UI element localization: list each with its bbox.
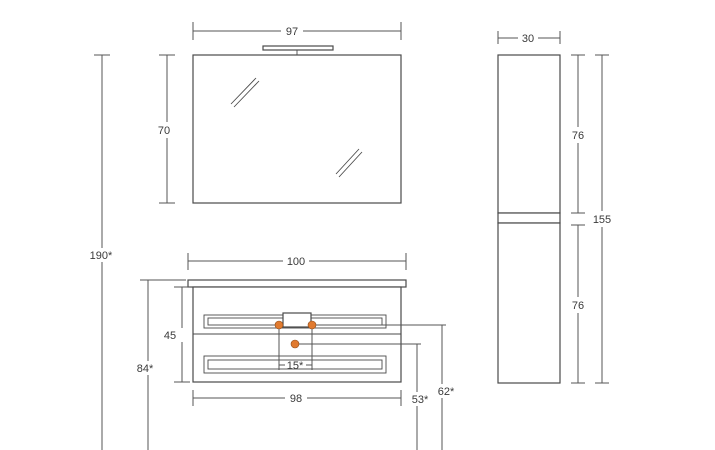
- dim-label-connector-spacing: 15*: [287, 360, 304, 372]
- dim-label-drain-height-upper: 62*: [438, 386, 455, 398]
- dim-column-width: 30: [497, 31, 561, 45]
- mirror-lamp: [262, 45, 334, 51]
- dim-drawer-height: 45: [164, 286, 190, 383]
- mirror-assembly: [192, 45, 402, 204]
- dim-label-cabinet-floor-height: 84*: [137, 363, 154, 375]
- dim-label-mirror-width: 97: [286, 26, 298, 38]
- cabinet-body: [192, 286, 402, 383]
- column-shelf-gap: [497, 212, 561, 224]
- mirror-reflection-lines: [230, 77, 363, 178]
- connector-right: [307, 320, 317, 330]
- dim-basin-width: 100: [187, 253, 407, 270]
- dim-label-total-height: 190*: [90, 250, 113, 262]
- mirror-panel: [192, 54, 402, 204]
- dim-label-mirror-height: 70: [158, 125, 170, 137]
- dim-mirror-height: 70: [158, 54, 175, 204]
- dim-cabinet-width: 98: [192, 390, 402, 406]
- basin-top: [187, 279, 407, 288]
- lower-drawer-handle: [203, 355, 387, 374]
- dim-mirror-width: 97: [192, 22, 402, 40]
- dim-total-height: 190*: [90, 54, 113, 450]
- dim-cabinet-floor-height: 84*: [137, 279, 186, 450]
- dim-label-column-total-height: 155: [593, 214, 611, 226]
- dim-label-drawer-height: 45: [164, 330, 176, 342]
- column-upper-door: [497, 54, 561, 214]
- dim-column-lower-height: 76: [571, 224, 585, 384]
- connector-left: [274, 320, 284, 330]
- siphon-block: [282, 312, 312, 328]
- dim-drain-height-lower: 53*: [299, 343, 429, 450]
- dim-label-basin-width: 100: [287, 256, 305, 268]
- dim-column-total-height: 155: [593, 54, 611, 384]
- vanity-assembly: [187, 279, 407, 383]
- dim-label-column-upper-height: 76: [572, 130, 584, 142]
- dim-label-cabinet-width: 98: [290, 393, 302, 405]
- dim-column-upper-height: 76: [571, 54, 585, 214]
- dim-connector-spacing: 15*: [278, 329, 313, 372]
- drain-connector: [290, 339, 300, 349]
- dim-label-column-lower-height: 76: [572, 300, 584, 312]
- tall-column-assembly: [497, 54, 561, 384]
- column-lower-door: [497, 222, 561, 384]
- dim-label-drain-height-lower: 53*: [412, 394, 429, 406]
- dim-drain-height-upper: 62*: [316, 324, 455, 450]
- dim-label-column-width: 30: [522, 33, 534, 45]
